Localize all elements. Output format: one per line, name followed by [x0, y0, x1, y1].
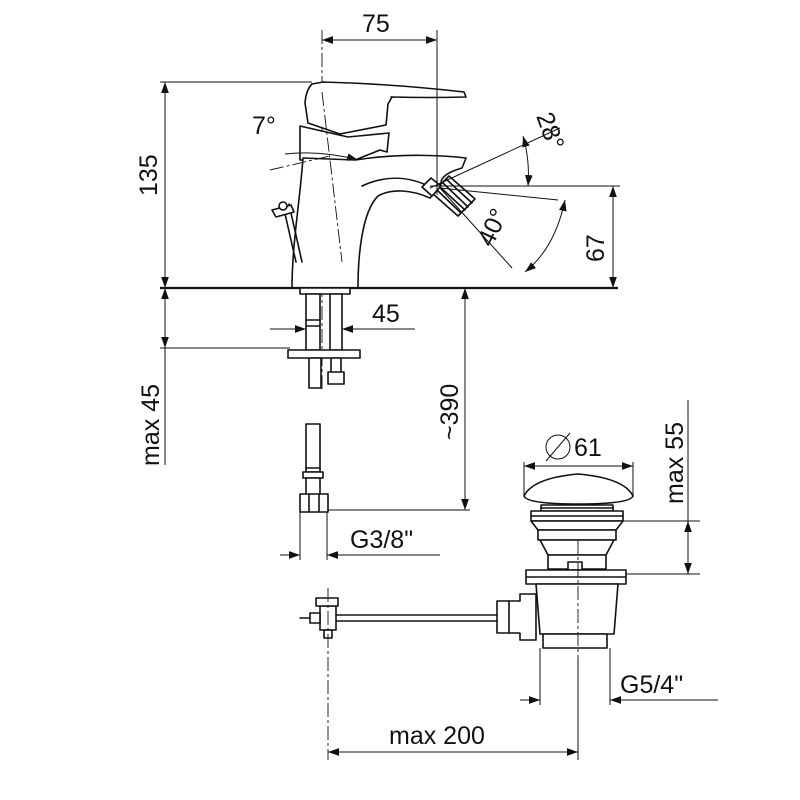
- dimension-spout-reach: 75: [322, 10, 438, 195]
- waste-diameter-label: 61: [574, 434, 602, 462]
- nozzle-height-label: 67: [582, 234, 610, 262]
- diameter-symbol-icon: [545, 434, 571, 460]
- dimension-waste-height: max 55: [613, 400, 700, 575]
- tilt-angle-construction: 7°: [252, 91, 359, 263]
- dimension-pullrod-reach: max 200: [328, 660, 579, 760]
- hose-length-label: ~390: [436, 384, 464, 440]
- mounting-rods: [270, 287, 361, 389]
- dimension-inlet-thread: G3/8": [280, 512, 440, 560]
- deck-thickness-label: max 45: [137, 384, 165, 466]
- spout-reach-label: 75: [362, 10, 390, 38]
- flex-hose-end: [299, 423, 329, 513]
- inlet-thread-label: G3/8": [350, 526, 413, 554]
- popup-knob: [271, 201, 303, 263]
- tap-body-spout: [291, 154, 467, 289]
- dimension-deck-thickness: max 45: [137, 288, 290, 466]
- mixer-body: [160, 30, 618, 392]
- dimension-waste-thread: G5/4": [520, 648, 718, 705]
- dimension-nozzle-height: 67: [582, 186, 617, 288]
- tilt-angle-label: 7°: [252, 112, 276, 140]
- spray-angle-label: 40°: [472, 204, 513, 250]
- total-height-label: 135: [135, 154, 163, 196]
- dimension-waste-diameter: 61: [523, 432, 634, 496]
- rod-spacing-label: 45: [372, 300, 400, 328]
- dimension-total-height: 135: [135, 81, 312, 288]
- nozzle-angle-label: 28°: [530, 108, 569, 153]
- pop-up-waste: [299, 473, 634, 760]
- waste-thread-label: G5/4": [620, 671, 683, 699]
- pullrod-reach-label: max 200: [389, 722, 485, 750]
- waste-height-label: max 55: [661, 422, 689, 504]
- lever-handle: [304, 81, 467, 135]
- dimension-hose-length: ~390: [320, 288, 470, 511]
- dimension-rod-spacing: 45: [342, 300, 415, 333]
